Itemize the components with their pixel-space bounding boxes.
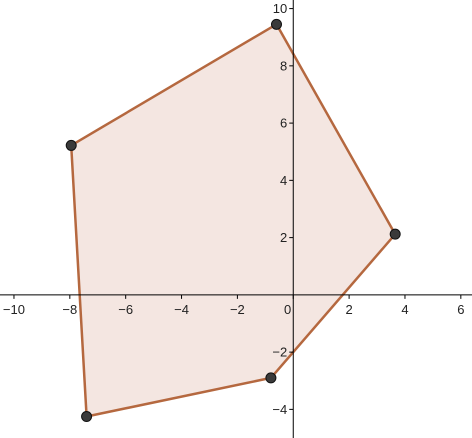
- x-tick-label: −6: [118, 302, 133, 317]
- vertex-points: [65, 18, 401, 423]
- vertex-point[interactable]: [65, 139, 77, 151]
- x-tick-label: 0: [284, 302, 291, 317]
- y-tick-label: −2: [272, 345, 287, 360]
- vertex-point[interactable]: [389, 228, 401, 240]
- x-tick-label: −8: [62, 302, 77, 317]
- x-tick-label: 4: [401, 302, 408, 317]
- vertex-point[interactable]: [81, 411, 93, 423]
- y-tick-label: −4: [272, 402, 287, 417]
- y-tick-label: 6: [280, 116, 287, 131]
- vertex-point[interactable]: [265, 372, 277, 384]
- x-tick-label: −10: [3, 302, 25, 317]
- vertex-point[interactable]: [270, 18, 282, 30]
- x-tick-label: 6: [457, 302, 464, 317]
- y-tick-label: 4: [280, 173, 287, 188]
- tick-labels: −10 −8 −6 −4 −2 0 2 4 6 −4 −2 2 4 6 8 10: [3, 1, 465, 417]
- y-tick-label: 10: [273, 1, 287, 16]
- x-tick-label: −2: [230, 302, 245, 317]
- x-tick-label: −4: [174, 302, 189, 317]
- polygon-area: [69, 23, 397, 418]
- x-tick-label: 2: [345, 302, 352, 317]
- y-tick-label: 2: [280, 230, 287, 245]
- y-tick-label: 8: [280, 58, 287, 73]
